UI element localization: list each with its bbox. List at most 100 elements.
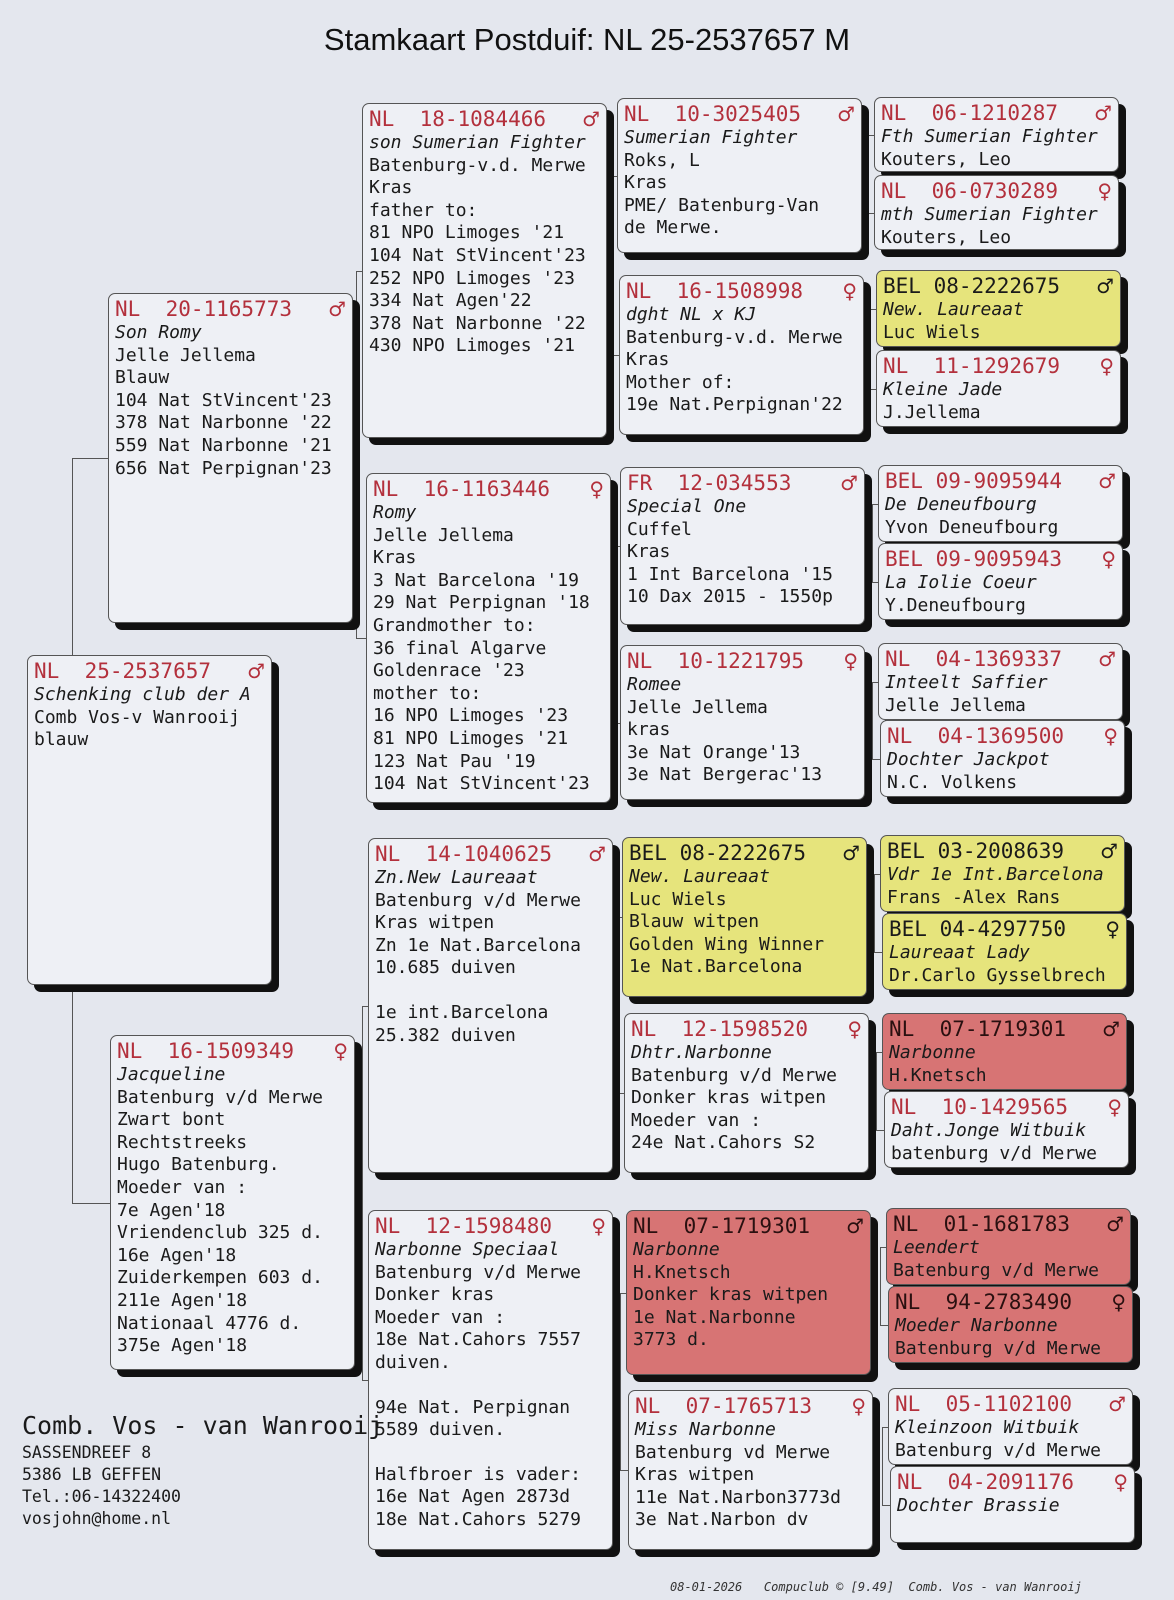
pigeon-name: son Sumerian Fighter — [369, 132, 586, 153]
pigeon-info-line: mother to: — [373, 682, 482, 704]
pigeon-info-line: 656 Nat Perpignan'23 — [115, 457, 332, 479]
female-icon: ♀ — [1099, 354, 1114, 378]
connector-line — [611, 355, 619, 356]
pigeon-info-line: 94e Nat. Perpignan — [375, 1396, 571, 1418]
ring-number: NL 04-1369337 — [885, 647, 1063, 671]
pigeon-info-line: Batenburg v/d Merwe — [117, 1086, 323, 1108]
female-icon: ♀ — [591, 1214, 606, 1238]
female-icon: ♀ — [1103, 724, 1118, 748]
pigeon-info-line: Kouters, Leo — [881, 148, 1012, 170]
pigeon-info-line: Moeder van : — [375, 1306, 506, 1328]
ring-line: NL 94-2783490♀ — [895, 1290, 1126, 1315]
pigeon-info-line: Kouters, Leo — [881, 226, 1012, 248]
pigeon-name: La Iolie Coeur — [885, 572, 1037, 593]
female-icon: ♀ — [1097, 179, 1112, 203]
pigeon-card[interactable]: NL 04-2091176♀Dochter Brassie — [890, 1466, 1135, 1543]
ring-number: NL 18-1084466 — [369, 107, 547, 131]
ring-line: NL 12-1598520♀ — [631, 1017, 862, 1042]
pigeon-name: Laureaat Lady — [889, 942, 1030, 963]
ring-line: NL 07-1719301♂ — [889, 1017, 1120, 1042]
connector-line — [872, 681, 878, 683]
male-icon: ♂ — [837, 102, 855, 126]
ring-number: NL 06-0730289 — [881, 179, 1059, 203]
connector-line — [614, 546, 615, 723]
pigeon-info-line: 18e Nat.Cahors 7557 — [375, 1329, 581, 1351]
connector-line — [868, 134, 874, 136]
pigeon-info-line: Vriendenclub 325 d. — [117, 1222, 323, 1244]
ring-number: FR 12-034553 — [627, 471, 792, 495]
pigeon-info-line: 16 NPO Limoges '23 — [373, 705, 569, 727]
ring-number: NL 25-2537657 — [34, 659, 212, 683]
pigeon-info-line: Batenburg v/d Merwe — [631, 1064, 837, 1086]
connector-line — [872, 581, 878, 583]
pigeon-info-line: father to: — [369, 199, 478, 221]
connector-line — [870, 308, 876, 310]
pigeon-info-line: kras — [627, 719, 671, 741]
pigeon-info-line: 19e Nat.Perpignan'22 — [626, 394, 843, 416]
connector-line — [72, 458, 108, 459]
pigeon-info-line: Batenburg v/d Merwe — [375, 1261, 581, 1283]
ring-line: NL 12-1598480♀ — [375, 1214, 606, 1239]
pigeon-info-line: de Merwe. — [624, 217, 722, 239]
male-icon: ♂ — [1106, 1212, 1124, 1236]
ring-line: NL 05-1102100♂ — [895, 1392, 1126, 1417]
pigeon-info-line: duiven. — [375, 1351, 451, 1373]
ring-number: NL 10-1221795 — [627, 649, 805, 673]
connector-line — [620, 1470, 628, 1471]
pigeon-name: Miss Narbonne — [635, 1419, 776, 1440]
pigeon-info-line: Kras witpen — [375, 912, 495, 934]
pigeon-name: Special One — [627, 496, 747, 517]
ring-number: NL 07-1765713 — [635, 1394, 813, 1418]
pigeon-info-line: PME/ Batenburg-Van — [624, 194, 820, 216]
ring-line: NL 04-2091176♀ — [897, 1470, 1128, 1495]
ring-number: NL 01-1681783 — [893, 1212, 1071, 1236]
pigeon-info-line: 3e Nat Bergerac'13 — [627, 764, 823, 786]
ring-line: NL 16-1163446♀ — [373, 477, 604, 502]
ring-line: BEL 04-4297750♀ — [889, 917, 1120, 942]
ring-line: BEL 08-2222675♂ — [883, 274, 1114, 299]
pigeon-info-line: Golden Wing Winner — [629, 933, 825, 955]
pigeon-info-line: Nationaal 4776 d. — [117, 1312, 302, 1334]
pigeon-info-line: Zwart bont — [117, 1109, 226, 1131]
pigeon-name: Kleine Jade — [883, 379, 1003, 400]
ring-line: BEL 03-2008639♂ — [887, 839, 1118, 864]
pigeon-name: Son Romy — [115, 322, 202, 343]
pigeon-info-line: Batenburg v/d Merwe — [895, 1337, 1101, 1359]
pigeon-info-line: Donker kras witpen — [631, 1087, 827, 1109]
pigeon-info-line: 1e int.Barcelona — [375, 1001, 549, 1023]
pigeon-info-line: 334 Nat Agen'22 — [369, 290, 532, 312]
pigeon-name: New. Laureaat — [629, 866, 770, 887]
pigeon-info-line: Cuffel — [627, 518, 693, 540]
connector-line — [868, 134, 869, 213]
